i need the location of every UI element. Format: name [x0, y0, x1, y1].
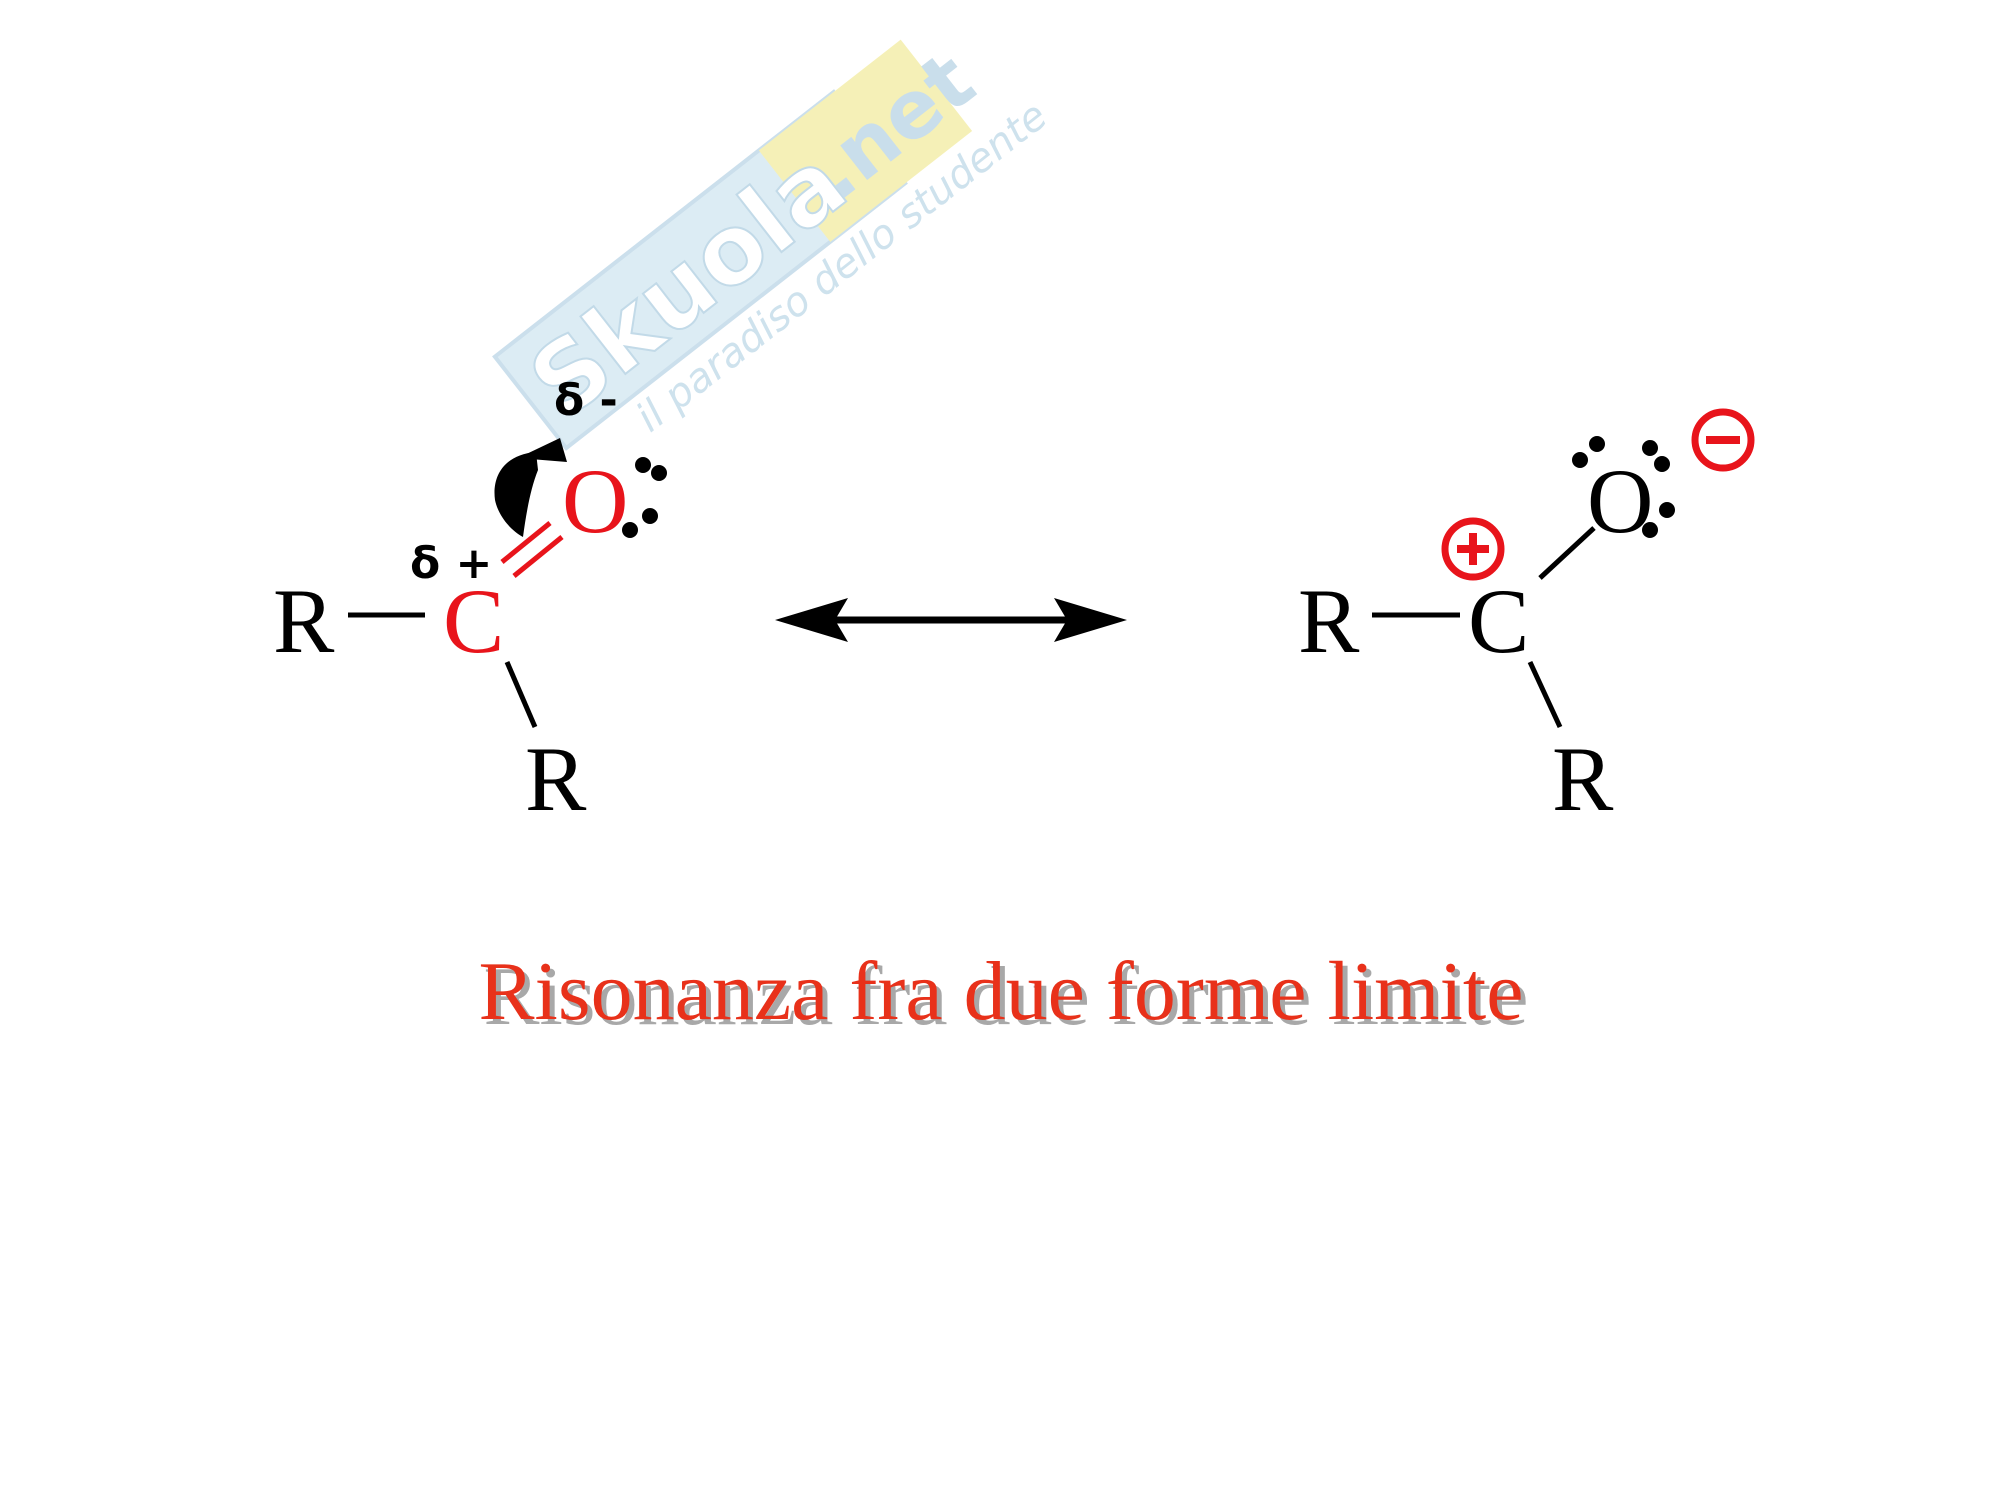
left-double-bond-line-2: [512, 535, 564, 578]
resonance-arrow-left-head: [775, 598, 848, 642]
lone-pair-dot: [635, 457, 651, 473]
left-oxygen-atom: O: [562, 450, 628, 552]
lone-pair-dot: [1654, 456, 1670, 472]
minus-charge-icon: [1691, 408, 1755, 472]
lone-pair-dot: [622, 522, 638, 538]
left-r-group-left: R: [273, 570, 335, 672]
lone-pair-dot: [651, 465, 667, 481]
left-oxygen-lone-pairs: [622, 457, 667, 538]
right-carbon-atom: C: [1468, 570, 1529, 672]
lone-pair-dot: [1659, 502, 1675, 518]
lone-pair-dot: [1572, 452, 1588, 468]
left-r-group-bottom: R: [525, 728, 587, 830]
right-single-bond-c-o: [1538, 526, 1596, 580]
right-bond-c-r-bottom: [1527, 660, 1563, 729]
right-r-group-left: R: [1298, 570, 1360, 672]
left-carbon-atom: C: [443, 570, 504, 672]
plus-charge-icon: [1441, 517, 1505, 581]
right-resonance-form: R C O R: [1298, 408, 1755, 830]
watermark-banner-yellow: [758, 39, 973, 242]
caption-group: Risonanza fra due forme limite Risonanza…: [479, 945, 1529, 1043]
left-double-bond-line-1: [500, 521, 552, 564]
lone-pair-dot: [1589, 436, 1605, 452]
left-delta-plus: δ +: [410, 538, 492, 589]
left-delta-minus: δ -: [554, 375, 618, 426]
resonance-arrow-right-head: [1054, 598, 1127, 642]
left-bond-c-r-bottom: [504, 661, 538, 728]
right-oxygen-atom: O: [1587, 450, 1653, 552]
lone-pair-dot: [1642, 522, 1658, 538]
left-resonance-form: R C δ + O δ - R: [273, 375, 667, 830]
right-r-group-bottom: R: [1552, 728, 1614, 830]
caption-title: Risonanza fra due forme limite: [479, 945, 1524, 1038]
right-oxygen-lone-pairs: [1572, 436, 1675, 538]
curved-arrow-head: [518, 438, 567, 462]
lone-pair-dot: [642, 508, 658, 524]
lone-pair-dot: [1642, 440, 1658, 456]
resonance-double-arrow: [775, 598, 1127, 642]
curved-electron-arrow: [494, 452, 538, 537]
caption-shadow: Risonanza fra due forme limite: [484, 950, 1529, 1043]
